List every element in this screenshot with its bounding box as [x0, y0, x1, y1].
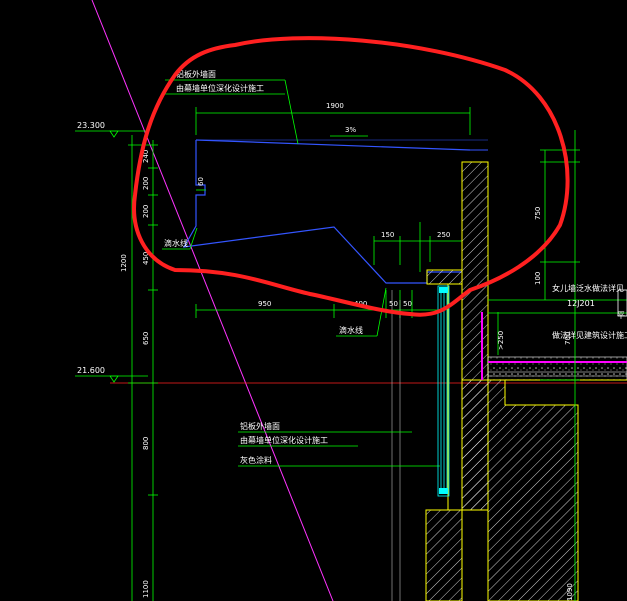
top-note-1: 铝板外墙面	[176, 69, 216, 79]
dim-top-width: 1900	[326, 102, 344, 110]
right-note-1: 女儿墙泛水做法详见	[552, 283, 624, 293]
mid-note-2: 由幕墙单位深化设计施工	[240, 435, 328, 445]
dim-top-width-line	[195, 107, 471, 135]
dim-650: 650	[142, 332, 150, 345]
dim-200a: 200	[142, 177, 150, 190]
dim-50b: 50	[403, 300, 412, 308]
top-note-leaders	[165, 79, 299, 145]
dim-240: 240	[142, 150, 150, 163]
dim-50a: 50	[389, 300, 398, 308]
slope-label: 3%	[345, 126, 356, 134]
mid-note-3: 灰色涂料	[240, 455, 272, 465]
dim-1200: 1200	[120, 254, 128, 272]
elevation-upper: 23.300	[77, 121, 105, 130]
dim-750: 750	[534, 207, 542, 220]
elevation-marker-lower: 21.600	[75, 366, 148, 383]
parapet-wall	[425, 161, 579, 601]
elevation-marker-upper: 23.300	[75, 121, 148, 138]
dim-950: 950	[258, 300, 271, 308]
window-glazing	[437, 285, 450, 497]
guide-diagonal	[91, 0, 334, 601]
dim-150: 150	[381, 231, 394, 239]
mid-note-leaders	[238, 431, 440, 467]
dim-200b: 200	[142, 205, 150, 218]
right-note-4: 平	[617, 311, 625, 320]
top-note-2: 由幕墙单位深化设计施工	[176, 83, 264, 93]
canopy-top-slope	[195, 139, 471, 151]
drip-label-1: 滴水线	[164, 238, 188, 248]
elevation-lower: 21.600	[77, 366, 105, 375]
right-dim-lines	[488, 130, 627, 601]
dim-450: 450	[142, 252, 150, 265]
drip-label-2: 滴水线	[339, 325, 363, 335]
dim-250v: >250	[497, 331, 505, 350]
right-note-2: 12J201	[567, 299, 595, 308]
dim-1100: 1100	[142, 580, 150, 598]
dim-1090: 1090	[566, 583, 574, 601]
dim-150-250-lines	[373, 222, 463, 272]
dim-100: 100	[534, 272, 542, 285]
roof-layers	[481, 312, 627, 381]
mid-note-1: 铝板外墙面	[240, 421, 280, 431]
dim-bottom-lines	[195, 290, 440, 601]
dim-60: 60	[197, 177, 205, 186]
dim-250: 250	[437, 231, 450, 239]
dim-800: 800	[142, 437, 150, 450]
right-edge-marker	[617, 289, 627, 317]
dim-700: 700	[564, 332, 572, 345]
drip-1-diag	[189, 227, 198, 250]
red-markup-circle	[132, 36, 570, 317]
drip-2-diag	[376, 287, 387, 337]
right-note-3: 做法详见建筑设计施工	[552, 330, 627, 340]
